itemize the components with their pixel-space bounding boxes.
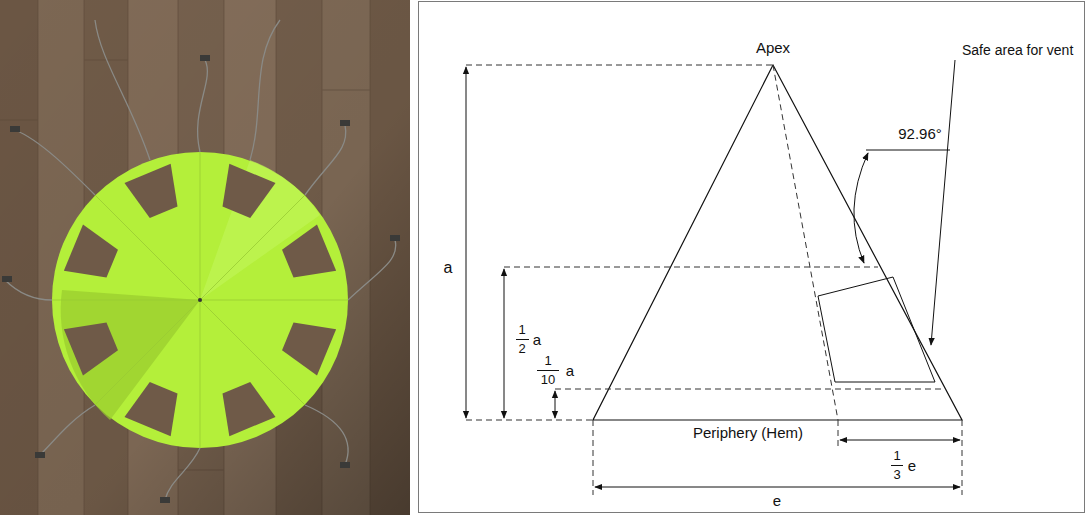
fraction-denominator: 10 [541,373,555,388]
dimension-label: a [533,331,541,348]
fraction-numerator: 1 [893,449,900,464]
fraction-denominator: 2 [518,342,525,357]
dimension-label: a [444,259,453,277]
diagram-drawing [466,60,962,495]
fraction-numerator: 1 [518,323,525,338]
dimension-label: e [908,457,916,474]
fraction-denominator: 3 [893,468,900,483]
fraction-numerator: 1 [544,354,551,369]
dimension-label: e [773,492,781,509]
apex-label: Apex [756,39,790,56]
photo [0,0,410,515]
edge-label: Periphery (Hem) [693,424,803,441]
callout-label: Safe area for vent [962,42,1073,58]
dimension-label: a [566,362,574,379]
diagram-frame [419,2,1085,513]
angle-label: 92.96° [898,125,942,142]
